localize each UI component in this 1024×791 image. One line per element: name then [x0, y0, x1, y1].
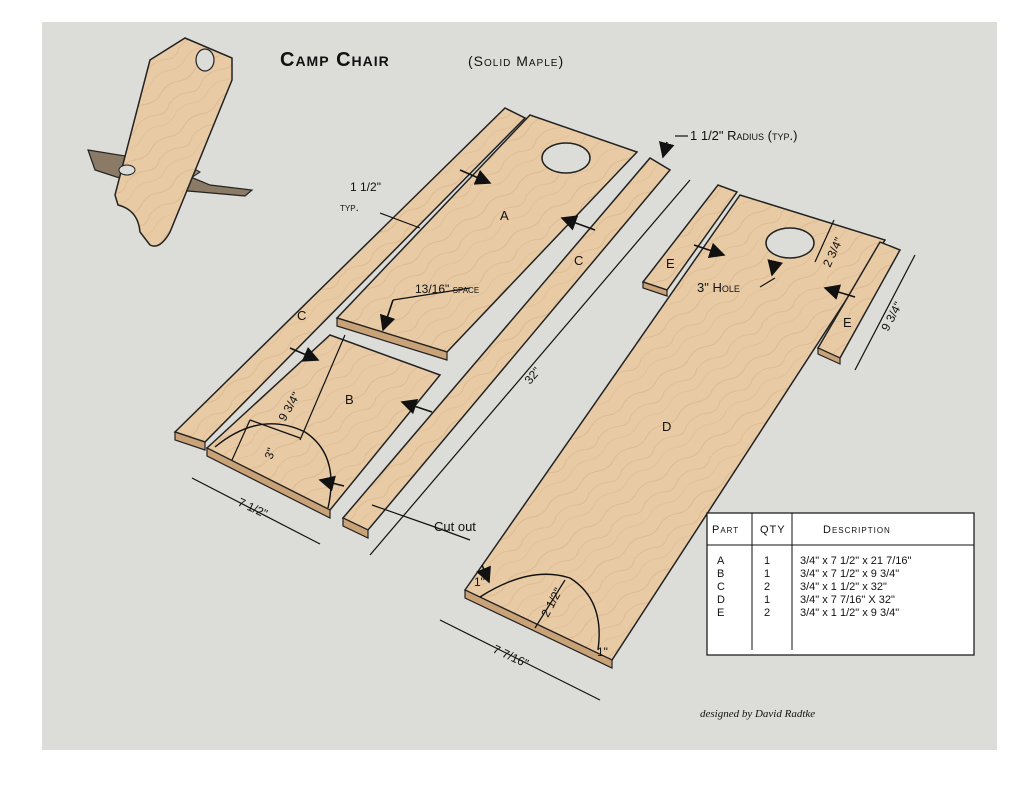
- typ-word: typ.: [340, 200, 359, 214]
- radius-note: 1 1/2" Radius (typ.): [690, 128, 797, 143]
- part-c-right: [341, 157, 672, 539]
- label-part-c-left: C: [297, 308, 306, 323]
- table-cell-desc: 3/4" x 7 1/2" x 9 3/4": [800, 568, 899, 580]
- part-a: [335, 114, 639, 361]
- label-part-d: D: [662, 419, 671, 434]
- hole-note: 3" Hole: [697, 280, 740, 295]
- table-header-description: Description: [823, 524, 891, 536]
- part-d: [463, 194, 887, 669]
- table-cell-desc: 3/4" x 7 1/2" x 21 7/16": [800, 555, 911, 567]
- table-cell-qty: 1: [764, 568, 770, 580]
- label-part-e-right: E: [843, 315, 852, 330]
- table-cell-part: C: [717, 581, 725, 593]
- label-part-c-right: C: [574, 253, 583, 268]
- dim-d-inset-right: 1": [597, 645, 608, 659]
- dim-d-inset-left: 1": [474, 575, 485, 589]
- table-cell-qty: 2: [764, 607, 770, 619]
- subtitle: (Solid Maple): [468, 53, 564, 69]
- typ-value: 1 1/2": [350, 180, 381, 194]
- dim-b-cut: 3": [262, 446, 279, 461]
- table-cell-desc: 3/4" x 1 1/2" x 9 3/4": [800, 607, 899, 619]
- table-header-part: Part: [712, 524, 739, 536]
- part-e-right: [816, 241, 902, 365]
- chair-thumbnail: [87, 37, 254, 247]
- table-header-qty: QTY: [760, 524, 786, 536]
- table-cell-desc: 3/4" x 1 1/2" x 32": [800, 581, 887, 593]
- title: Camp Chair: [280, 49, 390, 71]
- cutout-note: Cut out: [434, 519, 476, 534]
- designer-signature: designed by David Radtke: [700, 708, 815, 720]
- space-note: 13/16" space: [415, 282, 479, 296]
- table-cell-part: D: [717, 594, 725, 606]
- label-part-a: A: [500, 208, 509, 223]
- table-cell-qty: 1: [764, 594, 770, 606]
- table-cell-qty: 1: [764, 555, 770, 567]
- part-b: [205, 334, 442, 519]
- part-c-left: [173, 107, 527, 451]
- table-cell-qty: 2: [764, 581, 770, 593]
- parts-table: Part QTY Description A 1 3/4" x 7 1/2" x 2…: [706, 512, 975, 656]
- table-cell-part: E: [717, 607, 724, 619]
- table-cell-part: A: [717, 555, 725, 567]
- part-e-left: [641, 184, 739, 297]
- table-cell-part: B: [717, 568, 724, 580]
- assembly-arrows: [289, 141, 856, 584]
- table-rows: A 1 3/4" x 7 1/2" x 21 7/16" B 1 3/4" x 7 1/2…: [717, 555, 911, 619]
- label-part-b: B: [345, 392, 354, 407]
- table-cell-desc: 3/4" x 7 7/16" X 32": [800, 594, 895, 606]
- dimension-lines: [191, 135, 916, 701]
- d-cutout-arc: [479, 573, 600, 651]
- label-part-e-left: E: [666, 256, 675, 271]
